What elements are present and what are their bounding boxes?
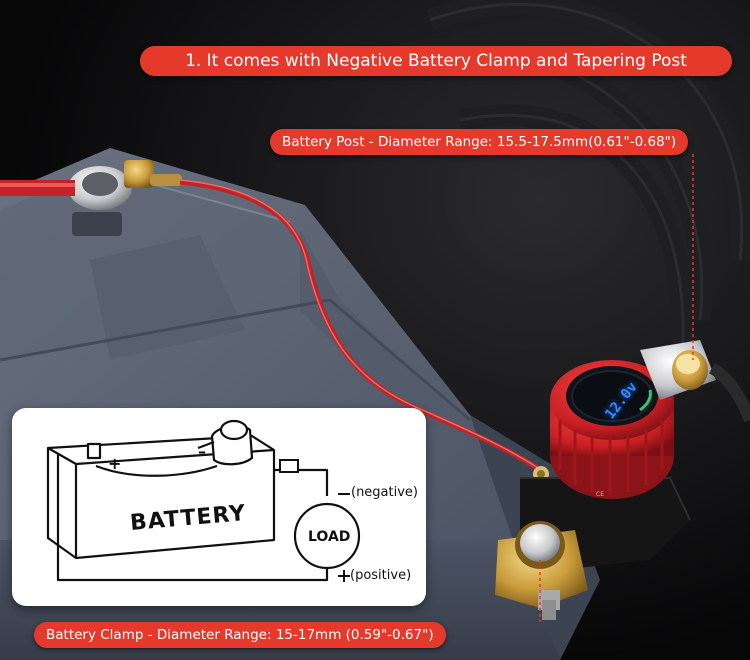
wiring-diagram (46, 419, 361, 582)
positive-label: (positive) (350, 568, 412, 583)
positive-terminal-label: + (108, 454, 122, 473)
load-label: LOAD (308, 529, 351, 545)
wiring-diagram-panel: + – BATTERY LOAD (negative) (positive) (12, 408, 426, 606)
negative-terminal-label: – (198, 442, 206, 461)
headline-banner: 1. It comes with Negative Battery Clamp … (140, 46, 732, 76)
negative-label: (negative) (351, 485, 418, 500)
battery-clamp-callout: Battery Clamp - Diameter Range: 15-17mm … (34, 622, 446, 648)
svg-text:CE: CE (596, 491, 604, 498)
battery-post-callout: Battery Post - Diameter Range: 15.5-17.5… (270, 129, 689, 155)
